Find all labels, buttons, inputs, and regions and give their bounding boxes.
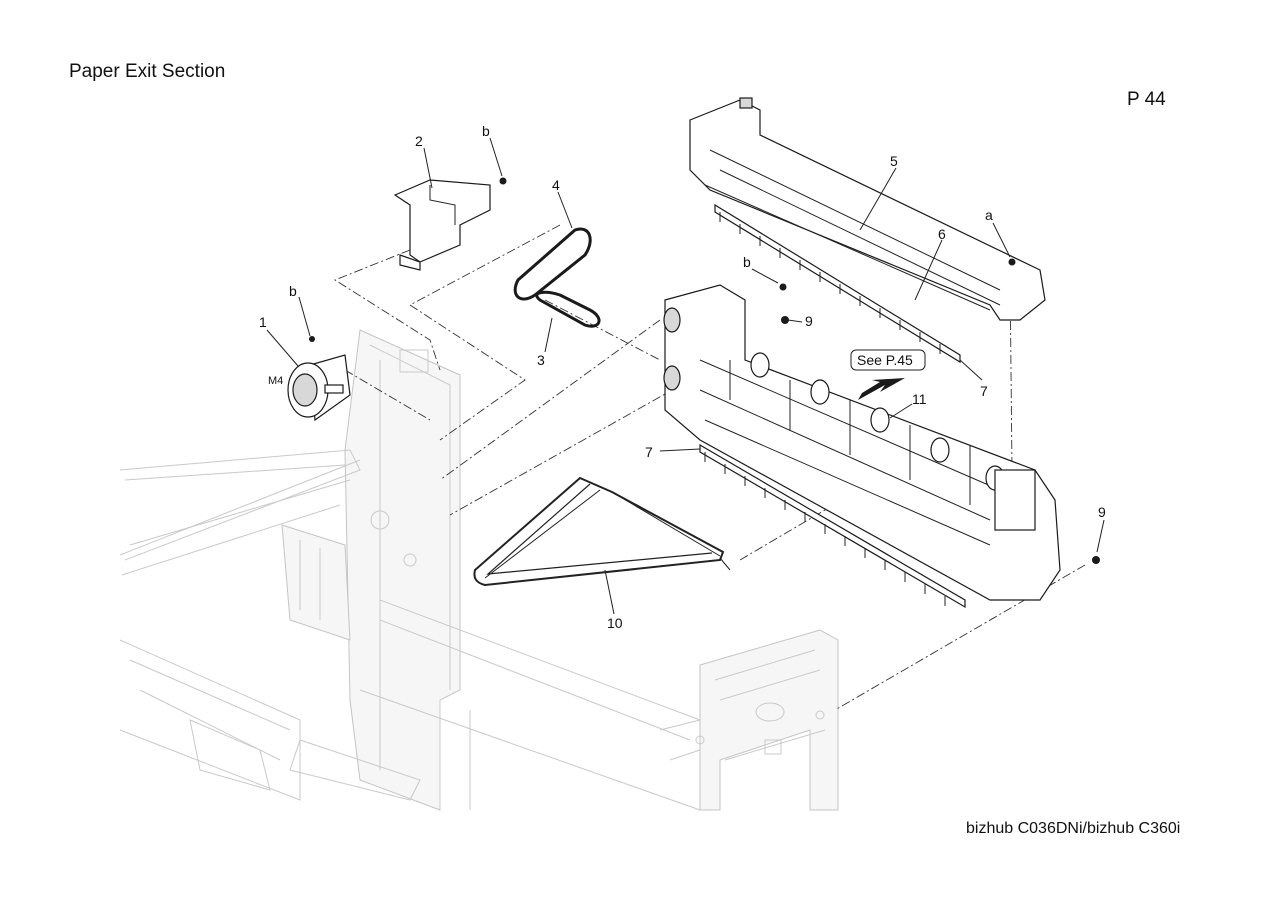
callout-11: 11 <box>912 391 927 407</box>
reference-box <box>850 349 926 371</box>
exit-roller-assembly-11 <box>663 283 1100 601</box>
paper-guide-frame-10 <box>473 476 731 587</box>
model-name: bizhub C036DNi/bizhub C360i <box>966 820 1181 837</box>
callout-7-right: 7 <box>980 383 988 399</box>
callout-motor-m4: M4 <box>268 375 283 387</box>
page-title: Paper Exit Section <box>69 61 226 82</box>
leader-lines <box>266 137 1105 615</box>
callout-a: a <box>985 207 993 223</box>
callout-b-2: b <box>482 123 490 139</box>
belt-4 <box>513 227 592 301</box>
callout-b-1: b <box>289 283 297 299</box>
machine-frame-ghost <box>119 329 839 811</box>
callout-5: 5 <box>890 153 898 169</box>
reference-arrow-icon <box>858 378 905 400</box>
callout-10: 10 <box>607 615 623 631</box>
upper-guide-5 <box>689 97 1046 321</box>
callout-9-top: 9 <box>805 313 813 329</box>
static-brush-6-7 <box>699 203 966 609</box>
belt-3 <box>535 290 601 328</box>
callout-7-left: 7 <box>645 444 653 460</box>
callout-1: 1 <box>259 314 267 330</box>
assembly-lines <box>334 224 1086 711</box>
callout-9-right: 9 <box>1098 504 1106 520</box>
callout-b-3: b <box>743 254 751 270</box>
callout-2: 2 <box>415 133 423 149</box>
bracket-2 <box>393 177 507 271</box>
callout-3: 3 <box>537 352 545 368</box>
motor-m4 <box>287 336 351 422</box>
callout-6: 6 <box>938 226 946 242</box>
page-number: P 44 <box>1127 89 1166 110</box>
callout-4: 4 <box>552 177 560 193</box>
reference-box-label: See P.45 <box>857 352 913 368</box>
